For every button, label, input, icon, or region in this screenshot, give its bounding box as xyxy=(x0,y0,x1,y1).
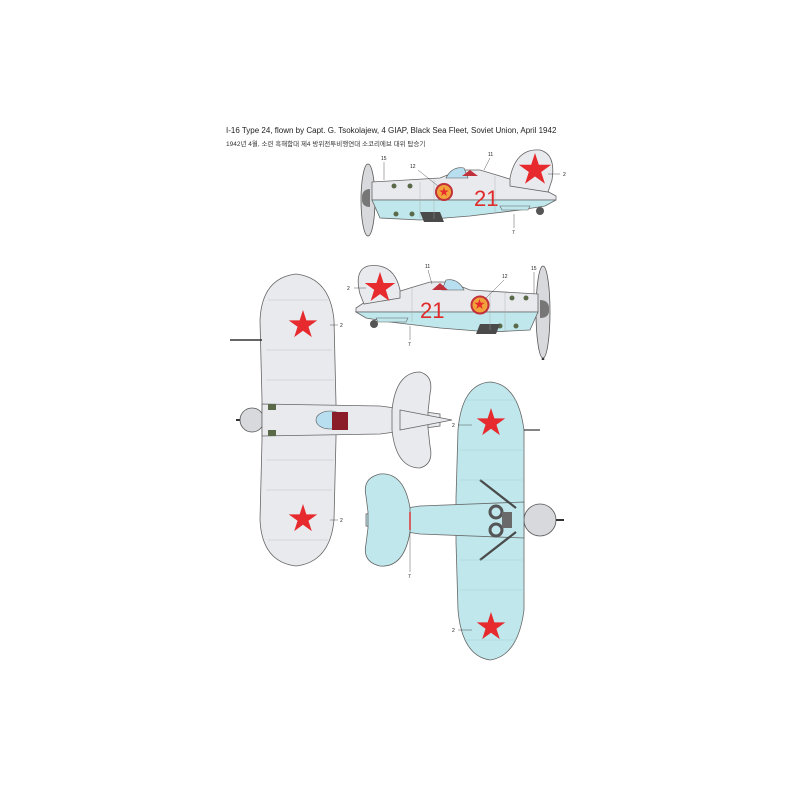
oil-cooler xyxy=(502,512,512,528)
tail-wheel xyxy=(370,320,378,328)
exhaust xyxy=(391,183,397,189)
spinner xyxy=(540,300,549,318)
callout-label: 7 xyxy=(408,574,411,580)
caption-subtitle: 1942년 4월, 소련 흑해함대 제4 방위전투비행연대 소코리에브 대위 탑… xyxy=(226,141,426,148)
callout-label: 12 xyxy=(410,164,416,170)
callout-label: 2 xyxy=(563,172,566,178)
exhaust xyxy=(509,295,515,301)
panel-lines xyxy=(419,176,496,219)
horizontal-tail xyxy=(364,473,411,567)
callout-label: 11 xyxy=(425,264,430,270)
cockpit-headrest xyxy=(332,412,348,430)
callout-label: 2 xyxy=(452,628,455,634)
aircraft-code: 21 xyxy=(420,298,444,323)
tailplane xyxy=(499,205,531,211)
headrest xyxy=(462,170,478,176)
tail-wheel xyxy=(536,207,544,215)
callout-label: 11 xyxy=(488,152,493,158)
right-profile-view: 21 2 11 12 15 7 xyxy=(347,264,551,360)
exhaust xyxy=(409,211,415,217)
callout-label: 7 xyxy=(512,230,515,236)
canopy xyxy=(445,167,469,179)
cowling-front xyxy=(523,503,557,537)
landing-gear xyxy=(420,212,444,222)
landing-gear xyxy=(476,324,500,334)
wheel-well xyxy=(488,522,504,538)
exhaust xyxy=(407,183,413,189)
callout-label: 2 xyxy=(340,323,343,329)
callout-label: 7 xyxy=(408,342,411,348)
cowling-front xyxy=(239,407,265,433)
tailplane xyxy=(375,317,409,323)
wing-ribs xyxy=(266,299,334,541)
bottom-view: 2 2 7 xyxy=(364,381,564,661)
fuselage-lower xyxy=(371,199,557,221)
wing-ribs xyxy=(460,399,522,641)
callout-label: 2 xyxy=(347,286,350,292)
exhaust xyxy=(523,295,529,301)
exhaust xyxy=(513,323,519,329)
headrest xyxy=(432,283,448,290)
gun-port xyxy=(268,404,276,410)
callout-label: 15 xyxy=(381,156,387,162)
callout-leaders xyxy=(354,269,535,340)
canopy xyxy=(441,279,465,291)
callout-label: 2 xyxy=(452,423,455,429)
caption-title: I-16 Type 24, flown by Capt. G. Tsokolaj… xyxy=(226,126,557,135)
panel-lines xyxy=(411,288,506,331)
landing-gear xyxy=(479,479,517,561)
callout-label: 2 xyxy=(340,518,343,524)
callout-label: 12 xyxy=(502,274,508,280)
aircraft-code: 21 xyxy=(474,186,498,211)
top-view: 2 2 xyxy=(230,273,453,567)
exhaust xyxy=(393,211,399,217)
left-profile-view: 21 15 12 11 2 7 xyxy=(360,149,566,237)
callout-leaders xyxy=(383,157,560,228)
spinner xyxy=(362,189,370,207)
tail-cone xyxy=(399,409,453,431)
callout-label: 15 xyxy=(531,266,537,272)
gun-port xyxy=(268,430,276,436)
